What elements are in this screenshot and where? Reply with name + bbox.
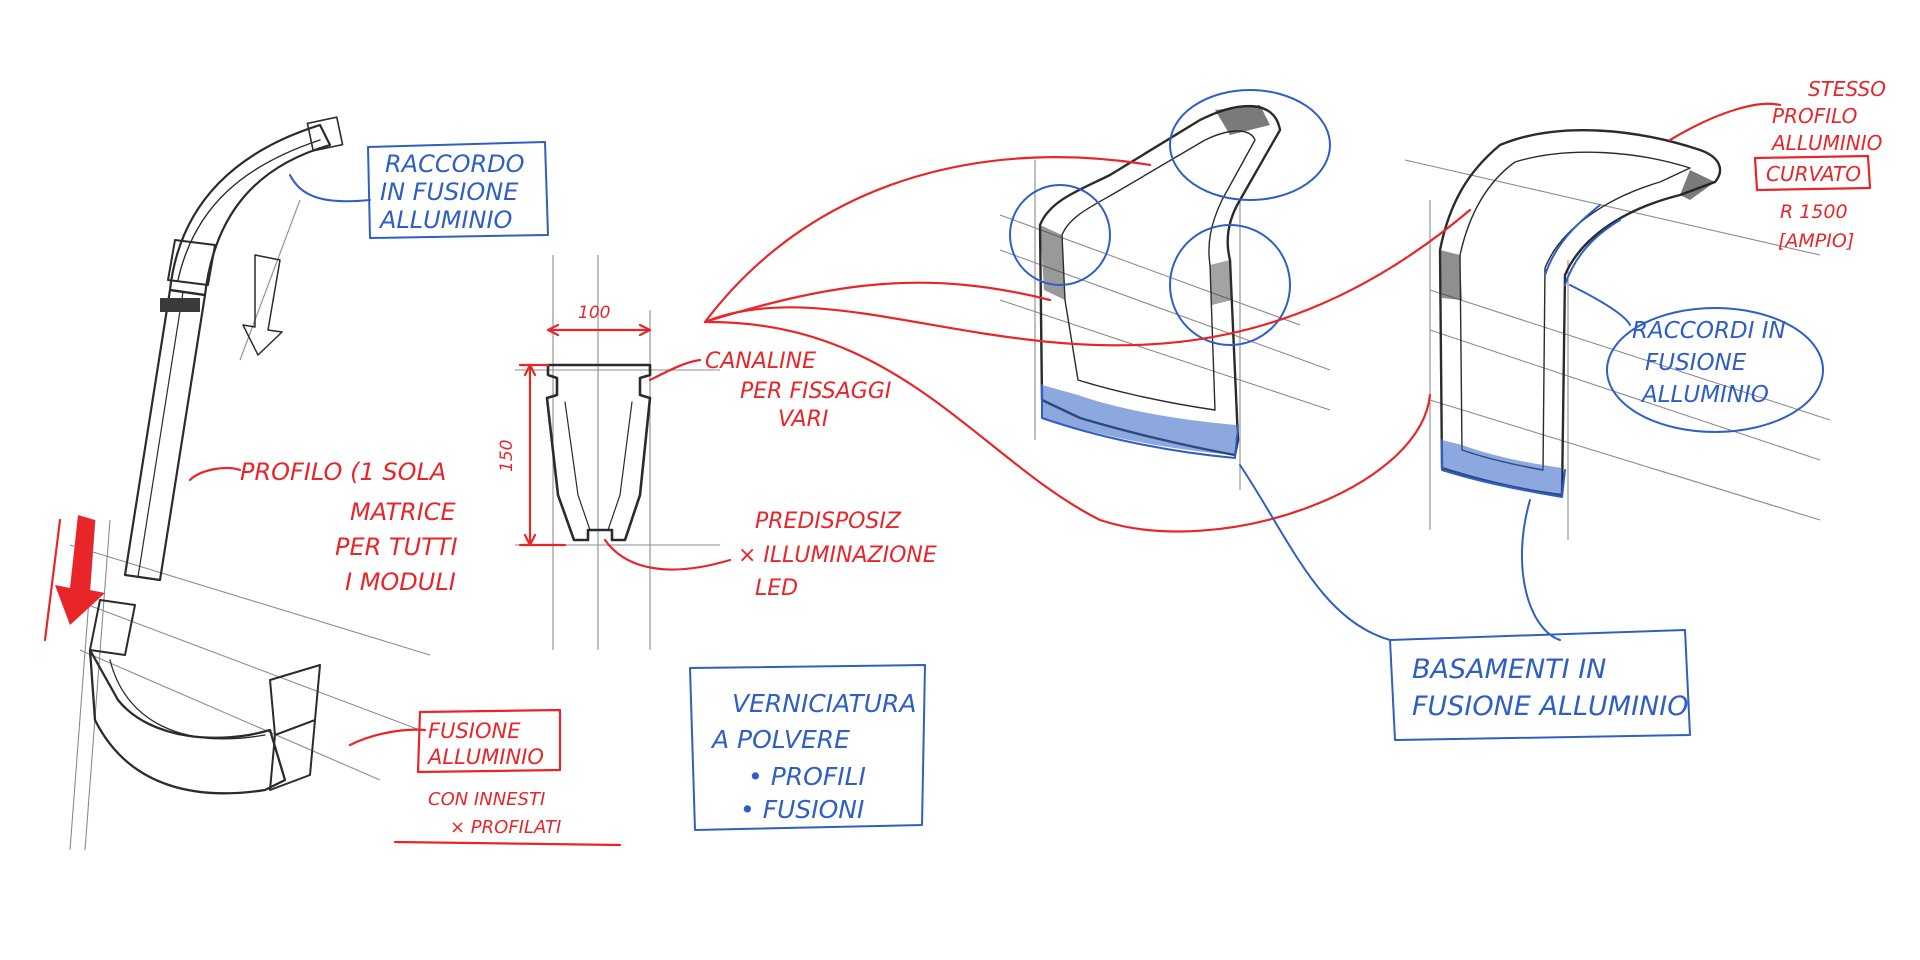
red-leader-lines: [188, 102, 1782, 747]
note-profilo-line3: PER TUTTI: [335, 533, 458, 561]
note-raggio: R 1500 [AMPIO]: [1778, 201, 1854, 252]
note-verniciatura-line4: • FUSIONI: [740, 795, 864, 824]
note-raccordi-line1: RACCORDI IN: [1632, 318, 1786, 344]
frame-module-sketch-1: [999, 89, 1331, 490]
note-fusione-line2: ALLUMINIO: [426, 745, 544, 769]
note-basamenti: BASAMENTI IN FUSIONE ALLUMINIO: [1412, 654, 1688, 722]
note-raccordo-line2: IN FUSIONE: [380, 178, 519, 206]
note-verniciatura-line3: • PROFILI: [748, 762, 866, 791]
dimension-width-label: 100: [578, 303, 610, 323]
note-raccordi-line3: ALLUMINIO: [1640, 382, 1769, 408]
note-raccordi-line2: FUSIONE: [1645, 350, 1747, 376]
note-basamenti-line1: BASAMENTI IN: [1412, 654, 1606, 685]
note-canalina-line1: CANALINE: [705, 349, 816, 374]
note-canalina: CANALINE PER FISSAGGI VARI: [705, 349, 891, 432]
note-raggio-line1: R 1500: [1780, 201, 1848, 223]
note-canalina-line2: PER FISSAGGI: [740, 379, 891, 404]
annotation-boxes: [367, 141, 1872, 847]
dimension-height-label: 150: [497, 440, 517, 472]
note-predisposizione-line2: × ILLUMINAZIONE: [738, 543, 937, 568]
note-stesso-line1: STESSO: [1808, 77, 1886, 101]
note-raccordo-line1: RACCORDO: [385, 150, 525, 178]
note-profilo-line4: I MODULI: [345, 568, 456, 596]
note-raccordi: RACCORDI IN FUSIONE ALLUMINIO: [1632, 318, 1786, 408]
note-stesso-line4: CURVATO: [1766, 162, 1861, 186]
note-fusione-sub-line1: CON INNESTI: [428, 789, 545, 810]
note-basamenti-line2: FUSIONE ALLUMINIO: [1412, 691, 1688, 722]
note-fusione-sub-line2: × PROFILATI: [450, 817, 561, 838]
note-fusione-sub: CON INNESTI × PROFILATI: [428, 789, 561, 838]
note-profilo: PROFILO (1 SOLA MATRICE PER TUTTI I MODU…: [240, 458, 458, 596]
note-verniciatura-line1: VERNICIATURA: [732, 689, 917, 718]
note-verniciatura: VERNICIATURA A POLVERE • PROFILI • FUSIO…: [710, 689, 917, 824]
note-stesso-line3: ALLUMINIO: [1770, 131, 1882, 155]
note-canalina-line3: VARI: [778, 407, 828, 432]
note-fusione-line1: FUSIONE: [428, 719, 521, 743]
blue-leader-lines: [289, 174, 1824, 641]
frame-module-sketch-2: [1404, 129, 1831, 540]
upright-module-sketch: [43, 116, 431, 851]
note-predisposizione-line3: LED: [755, 576, 798, 601]
note-stesso-line2: PROFILO: [1772, 104, 1857, 128]
note-raggio-line2: [AMPIO]: [1778, 230, 1854, 252]
red-arrow-icon: [55, 515, 105, 625]
note-fusione: FUSIONE ALLUMINIO: [426, 719, 544, 769]
note-verniciatura-line2: A POLVERE: [710, 725, 850, 754]
note-raccordo-line3: ALLUMINIO: [378, 206, 512, 234]
note-predisposizione-line1: PREDISPOSIZ: [755, 509, 902, 534]
note-raccordo: RACCORDO IN FUSIONE ALLUMINIO: [378, 150, 525, 234]
profile-section-sketch: [515, 255, 720, 650]
note-stesso-profilo: STESSO PROFILO ALLUMINIO CURVATO: [1766, 77, 1886, 186]
note-profilo-line1: PROFILO (1 SOLA: [240, 458, 446, 486]
note-profilo-line2: MATRICE: [350, 498, 457, 526]
note-predisposizione: PREDISPOSIZ × ILLUMINAZIONE LED: [738, 509, 937, 601]
